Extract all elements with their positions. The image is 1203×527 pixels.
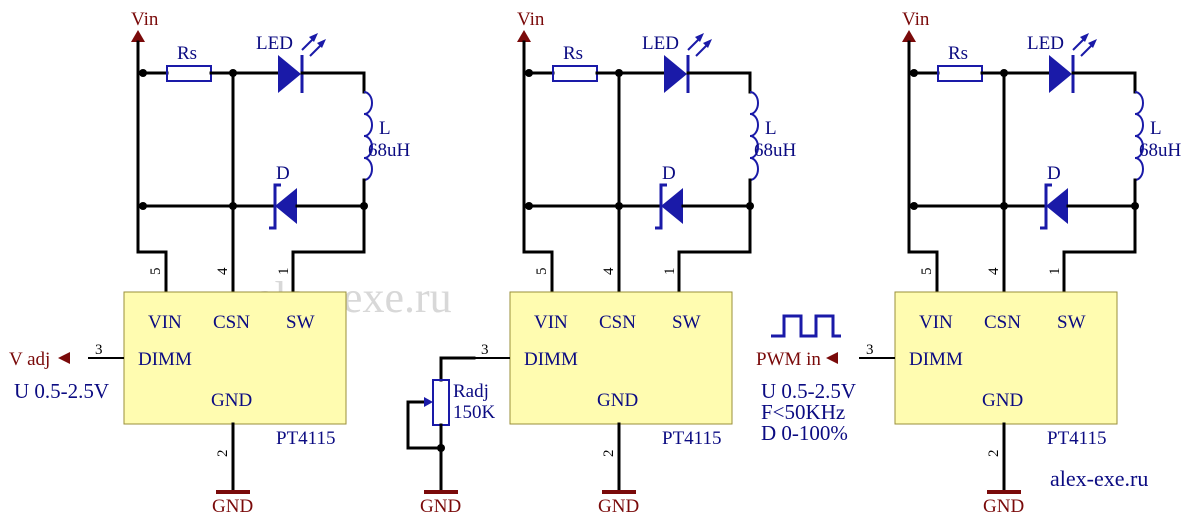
pot-name: Radj — [453, 381, 489, 402]
pin-2: 2 — [215, 450, 231, 458]
chip-pin-sw: SW — [286, 312, 315, 333]
chip-pin-dimm: DIMM — [909, 349, 963, 370]
vin-label: Vin — [902, 9, 930, 30]
vadj-range: U 0.5-2.5V — [14, 379, 109, 403]
gnd-label: GND — [983, 496, 1024, 517]
led-label: LED — [1027, 33, 1064, 54]
pin-1: 1 — [662, 268, 678, 276]
pin-1: 1 — [1047, 268, 1063, 276]
pin-4: 4 — [601, 267, 617, 275]
chip-pin-sw: SW — [672, 312, 701, 333]
vin-label: Vin — [131, 9, 159, 30]
inductor-label: L — [379, 118, 391, 139]
vin-label: Vin — [517, 9, 545, 30]
pin-5: 5 — [148, 268, 164, 276]
chip-name: PT4115 — [276, 428, 335, 449]
pin-3: 3 — [95, 342, 103, 358]
rs-label: Rs — [563, 43, 583, 64]
pin-2: 2 — [986, 450, 1002, 458]
circuit-3: Vin Rs LED L 68uH D 5 4 1 3 2 VIN CSN SW… — [756, 9, 1182, 517]
chip-pin-gnd: GND — [597, 390, 638, 411]
pot-gnd-label: GND — [420, 496, 461, 517]
vadj-label: V adj — [9, 349, 50, 370]
chip-pin-dimm: DIMM — [138, 349, 192, 370]
inductor-value: 68uH — [1139, 140, 1182, 161]
site-credit: alex-exe.ru — [1050, 466, 1148, 491]
rs-label: Rs — [177, 43, 197, 64]
rs-label: Rs — [948, 43, 968, 64]
chip-pin-csn: CSN — [599, 312, 636, 333]
gnd-label: GND — [212, 496, 253, 517]
chip-pin-gnd: GND — [211, 390, 252, 411]
chip-pin-sw: SW — [1057, 312, 1086, 333]
pwm-voltage: U 0.5-2.5V — [761, 379, 856, 403]
pin-3: 3 — [866, 342, 874, 358]
circuit-1: Vin Rs LED L 68uH D 5 4 1 3 2 VIN CSN SW… — [9, 9, 411, 517]
pot-value: 150K — [453, 402, 496, 423]
chip-pin-gnd: GND — [982, 390, 1023, 411]
chip-name: PT4115 — [662, 428, 721, 449]
chip-pin-vin: VIN — [148, 312, 182, 333]
chip-name: PT4115 — [1047, 428, 1106, 449]
inductor-value: 68uH — [754, 140, 797, 161]
pin-2: 2 — [601, 450, 617, 458]
pwm-waveform-icon — [771, 314, 841, 338]
pin-4: 4 — [215, 267, 231, 275]
pin-4: 4 — [986, 267, 1002, 275]
pwm-duty: D 0-100% — [761, 421, 848, 445]
circuit-2: Vin Rs LED L 68uH D 5 4 1 3 2 VIN CSN SW… — [406, 9, 797, 517]
diode-label: D — [276, 163, 290, 184]
diode-label: D — [1047, 163, 1061, 184]
gnd-label: GND — [598, 496, 639, 517]
chip-pin-vin: VIN — [919, 312, 953, 333]
pwm-label: PWM in — [756, 349, 821, 370]
inductor-label: L — [765, 118, 777, 139]
chip-pin-dimm: DIMM — [524, 349, 578, 370]
inductor-label: L — [1150, 118, 1162, 139]
led-label: LED — [642, 33, 679, 54]
chip-pin-csn: CSN — [213, 312, 250, 333]
pwm-frequency: F<50KHz — [761, 400, 845, 424]
diode-label: D — [662, 163, 676, 184]
chip-pin-csn: CSN — [984, 312, 1021, 333]
pin-3: 3 — [481, 342, 489, 358]
pin-1: 1 — [276, 268, 292, 276]
chip-pin-vin: VIN — [534, 312, 568, 333]
pin-5: 5 — [534, 268, 550, 276]
led-label: LED — [256, 33, 293, 54]
inductor-value: 68uH — [368, 140, 411, 161]
pin-5: 5 — [919, 268, 935, 276]
